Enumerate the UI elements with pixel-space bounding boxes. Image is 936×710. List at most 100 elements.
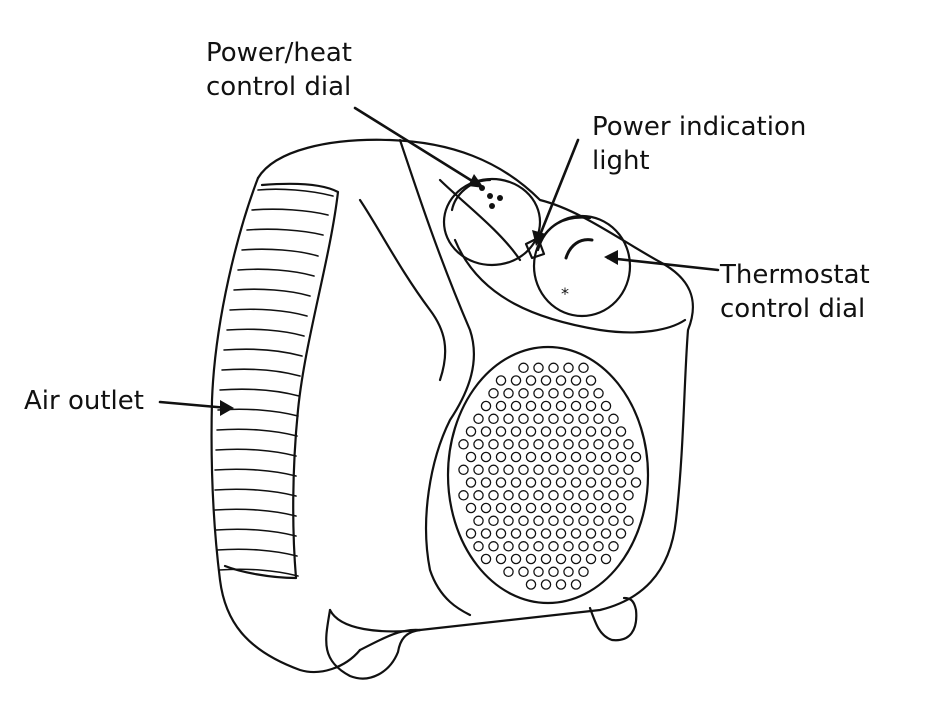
grille-hole — [593, 388, 604, 399]
grille-hole — [518, 388, 529, 399]
callout-arrows — [158, 106, 720, 410]
grille-hole — [473, 490, 484, 501]
grille-hole — [555, 502, 567, 514]
grille-hole — [615, 451, 627, 463]
grille-hole — [510, 426, 522, 437]
grille-hole — [473, 515, 484, 527]
grille-hole — [608, 515, 619, 527]
label-air-outlet: Air outlet — [24, 384, 144, 418]
grille-hole — [608, 439, 619, 450]
grille-hole — [570, 579, 582, 590]
label-thermostat-dial-line2: control dial — [720, 294, 866, 324]
grille-hole — [623, 464, 634, 476]
grille-hole — [563, 362, 574, 374]
grille-hole — [503, 464, 514, 476]
grille-hole — [495, 502, 507, 514]
grille-hole — [473, 439, 484, 450]
grille-hole — [570, 426, 582, 437]
grille-hole — [465, 426, 477, 437]
grille-hole — [578, 490, 589, 501]
grille-hole — [465, 502, 477, 514]
grille-hole — [503, 515, 514, 527]
grille-hole — [585, 553, 597, 565]
grille-hole — [563, 439, 574, 450]
grille-hole — [540, 502, 552, 514]
grille-hole — [518, 490, 529, 501]
grille-hole — [570, 528, 582, 539]
grille-hole — [510, 400, 522, 412]
grille-hole — [600, 400, 612, 412]
grille-hole — [623, 490, 634, 501]
grille-hole — [578, 439, 589, 450]
grille-hole — [533, 413, 544, 425]
grille-hole — [593, 515, 604, 527]
grille-hole — [600, 502, 612, 514]
grille-hole — [600, 553, 612, 565]
grille-hole — [525, 375, 537, 386]
grille-hole — [533, 464, 544, 476]
grille-hole — [518, 362, 529, 374]
grille-hole — [570, 553, 582, 565]
grille-hole — [518, 515, 529, 527]
grille-hole — [480, 400, 492, 412]
grille-hole — [525, 451, 537, 463]
front-grille — [446, 345, 650, 605]
grille-hole — [495, 375, 507, 386]
arrow-head-thermostat — [604, 250, 618, 265]
grille-hole — [608, 490, 619, 501]
label-power-heat-dial-line2: control dial — [206, 72, 352, 102]
grille-hole — [458, 464, 469, 476]
heater-foot-right — [588, 596, 638, 642]
grille-hole — [510, 477, 522, 488]
grille-hole — [495, 400, 507, 412]
grille-hole — [570, 400, 582, 412]
grille-hole — [555, 400, 567, 412]
grille-hole — [578, 541, 589, 552]
grille-hole — [563, 541, 574, 552]
grille-hole — [555, 477, 567, 488]
grille-hole — [585, 477, 597, 488]
grille-hole — [533, 566, 544, 578]
grille-hole — [533, 362, 544, 374]
grille-hole — [608, 541, 619, 552]
grille-hole — [563, 515, 574, 527]
grille-hole — [480, 553, 492, 565]
grille-hole — [533, 388, 544, 399]
label-power-heat-dial-line1: Power/heat — [206, 38, 352, 68]
grille-hole — [503, 566, 514, 578]
grille-hole — [578, 413, 589, 425]
grille-hole — [525, 553, 537, 565]
grille-hole — [563, 566, 574, 578]
label-power-light-line1: Power indication — [592, 112, 807, 142]
grille-hole — [593, 439, 604, 450]
grille-hole — [488, 439, 499, 450]
grille-hole — [488, 490, 499, 501]
grille-hole — [510, 502, 522, 514]
grille-hole — [503, 439, 514, 450]
grille-hole — [548, 566, 559, 578]
grille-hole — [473, 541, 484, 552]
label-air-outlet-line1: Air outlet — [24, 386, 144, 416]
grille-hole — [480, 477, 492, 488]
grille-hole — [503, 413, 514, 425]
grille-hole — [548, 362, 559, 374]
grille-hole — [608, 413, 619, 425]
grille-hole — [630, 477, 642, 488]
grille-hole — [480, 502, 492, 514]
grille-holes — [458, 362, 642, 590]
grille-hole — [525, 502, 537, 514]
grille-hole — [593, 541, 604, 552]
front-panel — [453, 238, 687, 334]
grille-hole — [570, 375, 582, 386]
grille-hole — [563, 464, 574, 476]
grille-hole — [548, 413, 559, 425]
grille-hole — [540, 451, 552, 463]
grille-hole — [510, 528, 522, 539]
grille-hole — [473, 464, 484, 476]
grille-hole — [480, 451, 492, 463]
grille-hole — [510, 553, 522, 565]
grille-hole — [600, 426, 612, 437]
grille-hole — [495, 477, 507, 488]
grille-hole — [465, 477, 477, 488]
